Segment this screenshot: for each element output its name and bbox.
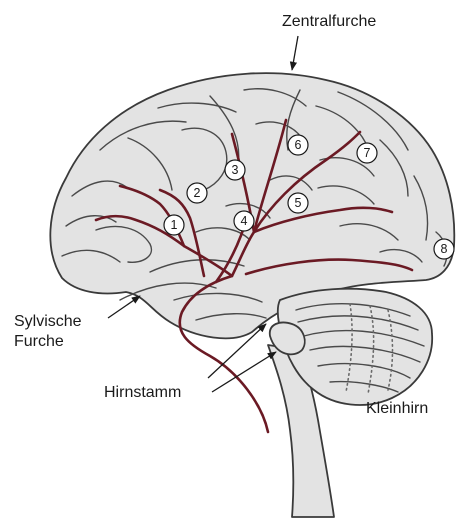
marker-5: 5 (288, 193, 308, 213)
cerebellum-label: Kleinhirn (366, 400, 428, 417)
central-sulcus-label: Zentralfurche (282, 13, 376, 30)
svg-text:1: 1 (171, 218, 178, 232)
marker-3: 3 (225, 160, 245, 180)
svg-text:2: 2 (194, 186, 201, 200)
sylvian-fissure-label-line1: Sylvische (14, 313, 82, 330)
brainstem-label: Hirnstamm (104, 384, 181, 401)
svg-text:5: 5 (295, 196, 302, 210)
svg-text:8: 8 (441, 242, 448, 256)
central-sulcus-arrow (292, 36, 298, 70)
svg-text:6: 6 (295, 138, 302, 152)
marker-2: 2 (187, 183, 207, 203)
marker-4: 4 (234, 211, 254, 231)
marker-1: 1 (164, 215, 184, 235)
marker-6: 6 (288, 135, 308, 155)
svg-text:7: 7 (364, 146, 371, 160)
sylvian-fissure-label-line2: Furche (14, 333, 64, 350)
sylvian-fissure-arrow (108, 296, 140, 318)
marker-8: 8 (434, 239, 454, 259)
marker-7: 7 (357, 143, 377, 163)
svg-text:3: 3 (232, 163, 239, 177)
svg-text:4: 4 (241, 214, 248, 228)
